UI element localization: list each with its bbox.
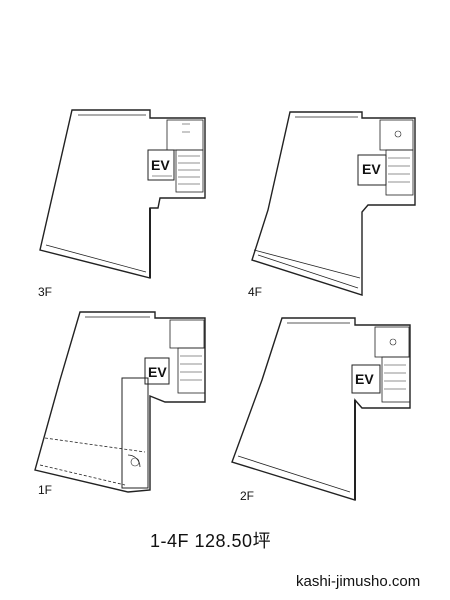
floor-label-4f: 4F	[248, 285, 263, 299]
floor-label-1f: 1F	[38, 483, 53, 497]
ev-label-3f: EV	[151, 157, 170, 173]
ev-label-2f: EV	[355, 371, 374, 387]
ev-label-1f: EV	[148, 364, 167, 380]
website-label: kashi-jimusho.com	[296, 573, 421, 590]
floor-label-3f: 3F	[38, 285, 53, 299]
floor-plan-1f	[34, 311, 206, 493]
floor-plan-2f	[231, 317, 411, 501]
floor-area-caption: 1-4F 128.50坪	[150, 531, 272, 551]
ev-label-4f: EV	[362, 161, 381, 177]
floor-plan-3f	[39, 109, 206, 279]
floor-label-2f: 2F	[240, 489, 255, 503]
floor-plan-4f	[251, 111, 416, 296]
